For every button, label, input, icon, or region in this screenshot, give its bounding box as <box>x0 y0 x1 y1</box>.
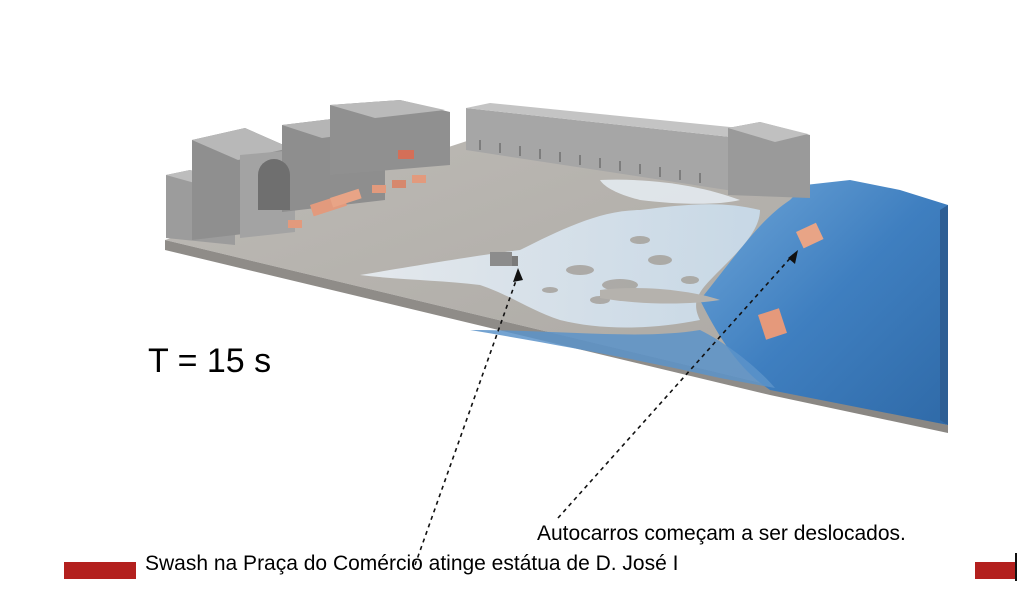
time-label: T = 15 s <box>148 342 272 380</box>
buildings-west-wing <box>166 100 450 245</box>
accent-bar-left <box>64 562 136 579</box>
swash-foam <box>360 179 760 328</box>
bus-lower <box>757 308 787 340</box>
caption-swash-statue: Swash na Praça do Comércio atinge estátu… <box>145 552 679 575</box>
arrowhead-buses <box>788 250 798 264</box>
bus-upper <box>796 222 824 249</box>
statue-d-jose <box>490 252 518 266</box>
annotation-arrows <box>414 254 794 566</box>
arrow-to-statue <box>414 274 519 566</box>
water-surface <box>470 180 948 425</box>
arrow-to-buses <box>557 254 794 519</box>
caption-buses-displaced: Autocarros começam a ser deslocados. <box>537 522 906 545</box>
building-north-arcade <box>466 103 810 198</box>
accent-bar-right <box>975 562 1015 579</box>
slide-edge-marker <box>1015 553 1017 581</box>
vehicles <box>288 150 824 340</box>
arrowhead-statue <box>513 268 523 282</box>
